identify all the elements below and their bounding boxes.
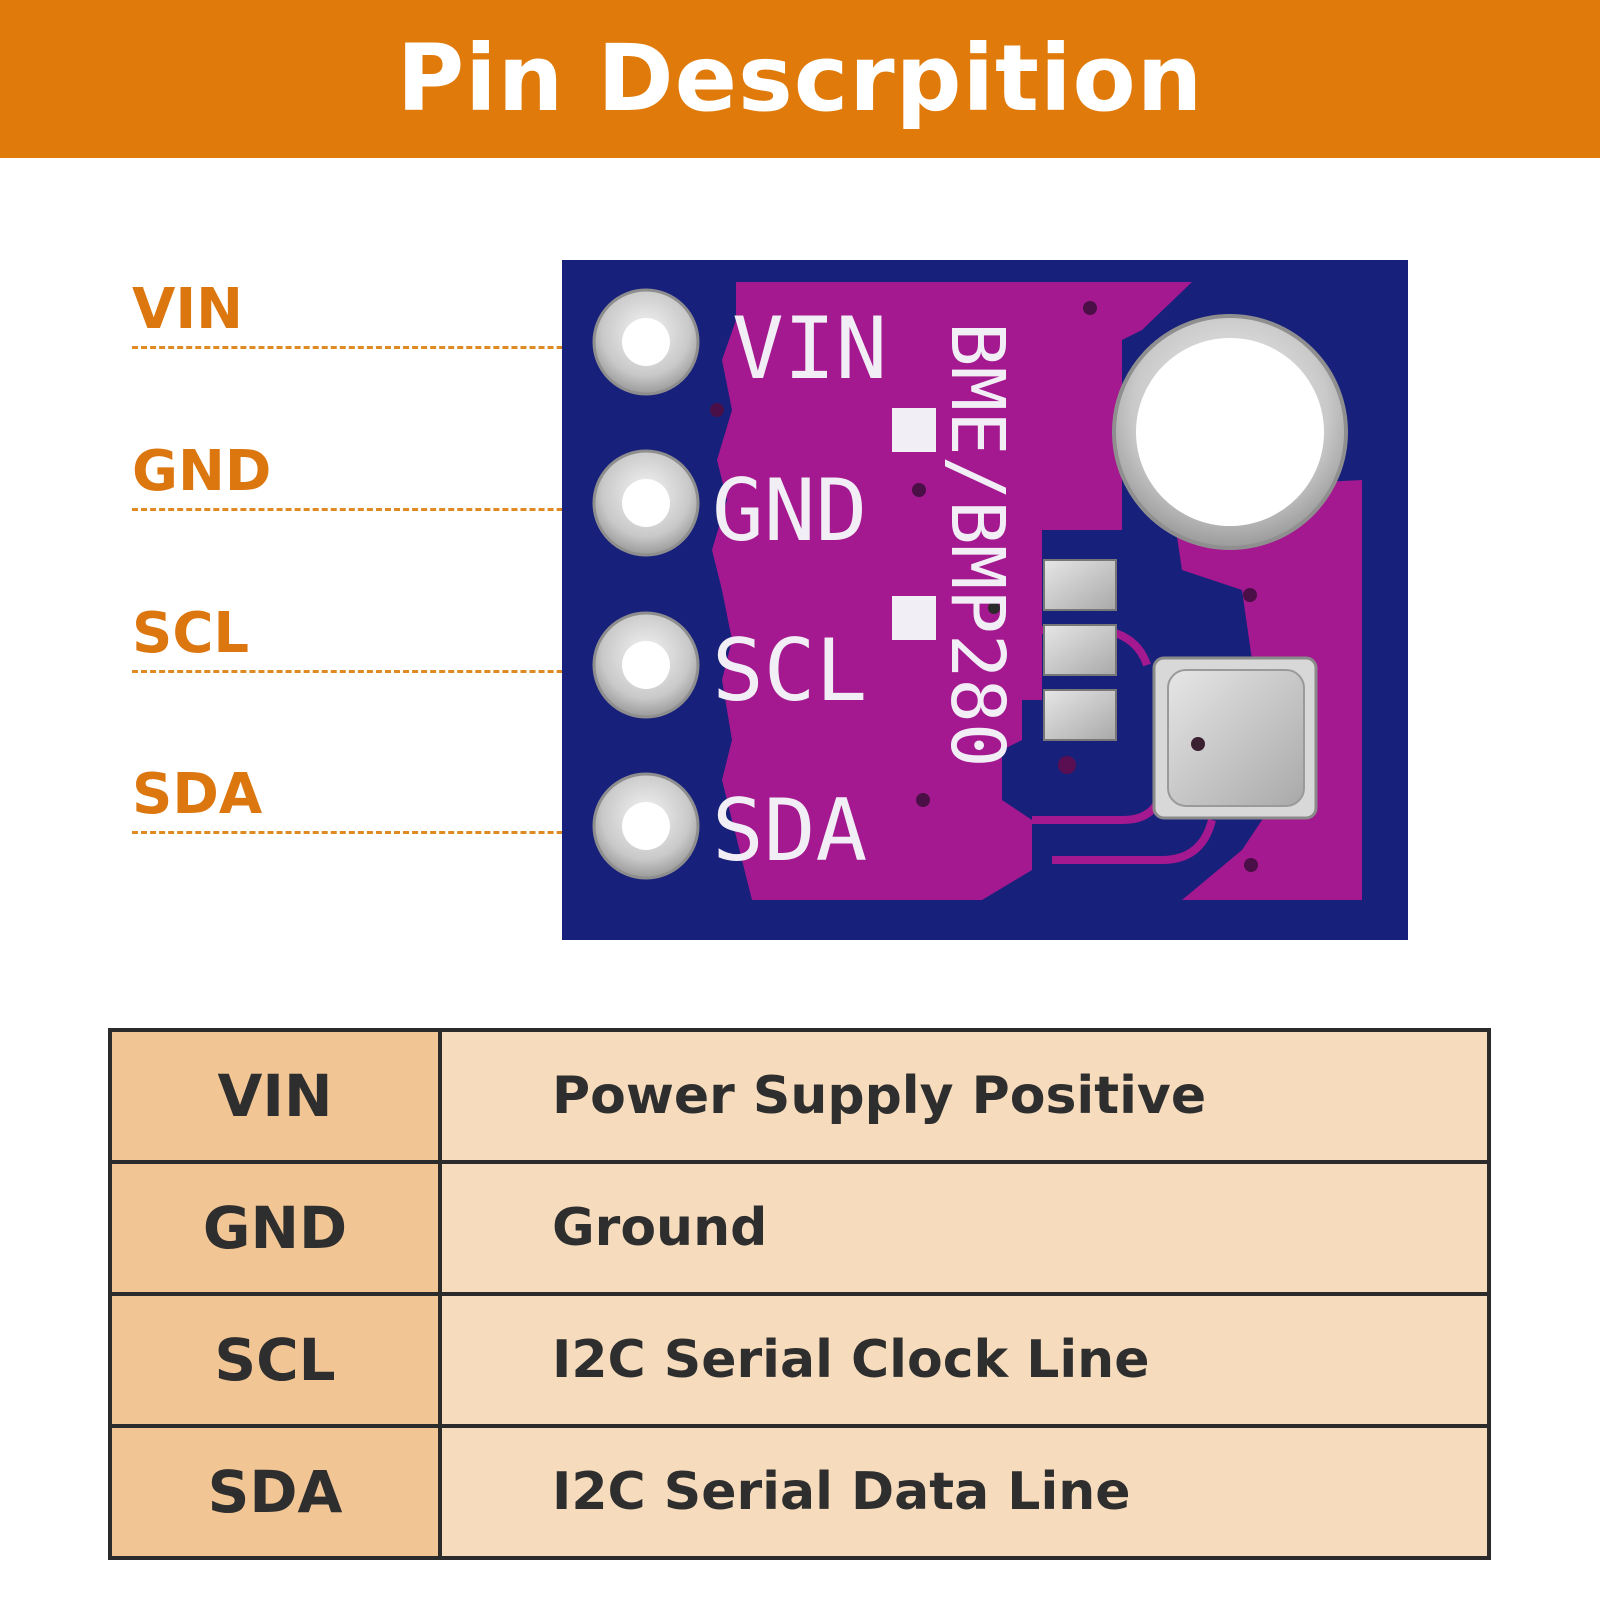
pin-label-scl: SCL [132,601,250,666]
pin-label-sda: SDA [132,762,263,827]
part-number-text: BME/BMP280 [934,322,1020,768]
pin-description-cell: Power Supply Positive [438,1028,1491,1164]
sensor-chip [1152,656,1318,820]
silk-label-scl: SCL [712,621,867,721]
table-row: GND Ground [108,1160,1491,1296]
leader-line-sda [132,831,662,834]
pin-description-cell: Ground [438,1160,1491,1296]
sensor-board: VIN GND SCL SDA BME/BMP280 [562,260,1408,940]
pin-name-cell: GND [108,1160,442,1296]
pin-description-table: VIN Power Supply Positive GND Ground SCL… [108,1028,1491,1560]
pin-label-vin: VIN [132,277,244,342]
leader-line-scl [132,670,662,673]
pin-name-cell: SCL [108,1292,442,1428]
pin-name-cell: SDA [108,1424,442,1560]
pin-description-cell: I2C Serial Clock Line [438,1292,1491,1428]
vias [710,301,1258,872]
leader-line-vin [132,346,662,349]
silk-square-bottom [892,596,936,640]
title-banner: Pin Descrpition [0,0,1600,158]
leader-line-gnd [132,508,662,511]
table-row: VIN Power Supply Positive [108,1028,1491,1164]
pin-description-cell: I2C Serial Data Line [438,1424,1491,1560]
silk-label-sda: SDA [712,781,867,881]
vent-hole [1112,314,1348,550]
silk-label-gnd: GND [712,461,867,561]
smd-components [1043,559,1117,741]
silkscreen-pin-labels: VIN GND SCL SDA [712,299,887,881]
pin-name-cell: VIN [108,1028,442,1164]
table-row: SCL I2C Serial Clock Line [108,1292,1491,1428]
silk-square-top [892,408,936,452]
header-pin-pads [592,288,700,880]
silk-label-vin: VIN [732,299,887,399]
page-title: Pin Descrpition [396,25,1204,132]
table-row: SDA I2C Serial Data Line [108,1424,1491,1560]
pin-label-gnd: GND [132,439,272,504]
